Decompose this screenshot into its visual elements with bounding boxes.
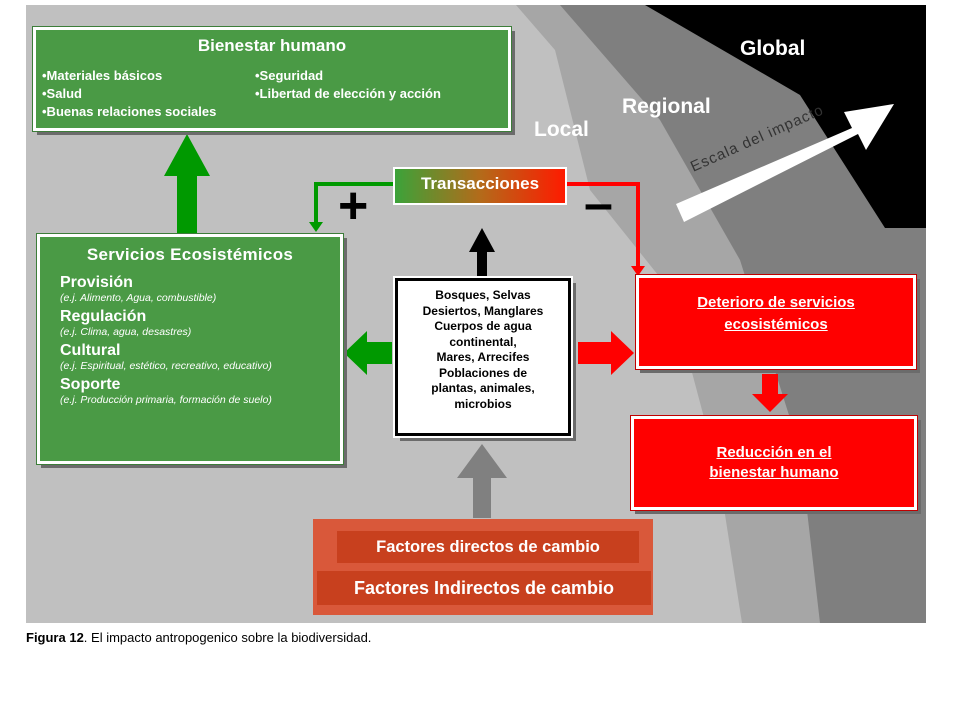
- servicio-heading: Regulación: [60, 308, 147, 325]
- servicio-heading: Provisión: [60, 274, 133, 291]
- servicio-example: (e.j. Espiritual, estético, recreativo, …: [60, 360, 272, 372]
- ecosistemas-line: plantas, animales,: [431, 381, 535, 395]
- red-connector-head: [631, 266, 645, 276]
- servicios-list: Provisión (e.j. Alimento, Agua, combusti…: [40, 265, 340, 407]
- ecosistemas-line: Mares, Arrecifes: [436, 350, 530, 364]
- servicio-heading: Soporte: [60, 376, 121, 393]
- reduccion-line: bienestar humano: [709, 464, 839, 481]
- factores-directos-box: Factores directos de cambio: [337, 531, 639, 563]
- up-arrow-green: [164, 134, 210, 234]
- bienestar-item: •Libertad de elección y acción: [255, 86, 441, 101]
- bienestar-item: •Buenas relaciones sociales: [42, 104, 217, 119]
- left-arrow-green: [344, 331, 392, 375]
- transacciones-label: Transacciones: [420, 174, 540, 193]
- bienestar-item: •Seguridad: [255, 68, 324, 83]
- transacciones-bg: [393, 167, 567, 205]
- green-connector: [314, 182, 394, 226]
- impact-scale-arrow: [676, 104, 894, 222]
- servicio-heading: Cultural: [60, 342, 121, 359]
- deterioro-box: Deterioro de servicios ecosistémicos: [635, 274, 917, 370]
- figure-caption: Figura 12. El impacto antropogenico sobr…: [26, 630, 371, 645]
- ecosistemas-line: continental,: [449, 334, 517, 349]
- bienestar-item: •Materiales básicos: [42, 68, 163, 83]
- down-arrow-red: [752, 374, 788, 412]
- ecosistemas-line: Bosques, Selvas: [435, 288, 531, 302]
- bienestar-title: Bienestar humano: [197, 36, 347, 55]
- factores-indirectos-box: Factores Indirectos de cambio: [317, 571, 651, 605]
- ecosistemas-line: Cuerpos de agua: [434, 319, 532, 333]
- bienestar-item: •Salud: [42, 86, 82, 101]
- zone-label-global: Global: [740, 37, 806, 60]
- servicio-example: (e.j. Producción primaria, formación de …: [60, 394, 272, 406]
- right-arrow-red: [578, 331, 634, 375]
- global-zone: [645, 5, 926, 228]
- zone-label-regional: Regional: [622, 95, 711, 118]
- deterioro-line: ecosistémicos: [724, 316, 828, 333]
- plus-sign: +: [338, 177, 369, 235]
- ecosistemas-text: Bosques, Selvas Desiertos, Manglares Cue…: [398, 288, 568, 412]
- minus-sign: –: [584, 175, 613, 233]
- caption-label: Figura 12: [26, 630, 84, 645]
- up-arrow-gray: [457, 444, 507, 518]
- green-connector-head: [309, 222, 323, 232]
- servicio-example: (e.j. Clima, agua, desastres): [60, 326, 192, 338]
- zone-label-local: Local: [534, 118, 589, 141]
- red-connector: [566, 182, 640, 268]
- servicio-item: Regulación (e.j. Clima, agua, desastres): [60, 307, 330, 339]
- ecosistemas-line: Desiertos, Manglares: [422, 303, 544, 318]
- servicios-box: Servicios Ecosistémicos Provisión (e.j. …: [36, 233, 344, 465]
- reduccion-box: Reducción en el bienestar humano: [630, 415, 918, 511]
- servicio-item: Provisión (e.j. Alimento, Agua, combusti…: [60, 273, 330, 305]
- caption-text: . El impacto antropogenico sobre la biod…: [83, 630, 372, 645]
- bienestar-left-list: •Materiales básicos •Salud •Buenas relac…: [42, 67, 262, 121]
- reduccion-line: Reducción en el: [716, 444, 832, 461]
- bienestar-right-list: •Seguridad •Libertad de elección y acció…: [255, 67, 505, 103]
- servicio-example: (e.j. Alimento, Agua, combustible): [60, 292, 217, 304]
- up-arrow-black: [469, 228, 495, 276]
- servicios-title: Servicios Ecosistémicos: [86, 245, 294, 264]
- deterioro-line: Deterioro de servicios: [697, 294, 855, 311]
- servicio-item: Cultural (e.j. Espiritual, estético, rec…: [60, 341, 330, 373]
- ecosistemas-line: microbios: [454, 396, 512, 411]
- servicio-item: Soporte (e.j. Producción primaria, forma…: [60, 375, 330, 407]
- ecosistemas-line: Poblaciones de: [438, 365, 528, 380]
- ecosistemas-box: Bosques, Selvas Desiertos, Manglares Cue…: [393, 276, 573, 438]
- bienestar-humano-box: Bienestar humano •Materiales básicos •Sa…: [32, 26, 512, 132]
